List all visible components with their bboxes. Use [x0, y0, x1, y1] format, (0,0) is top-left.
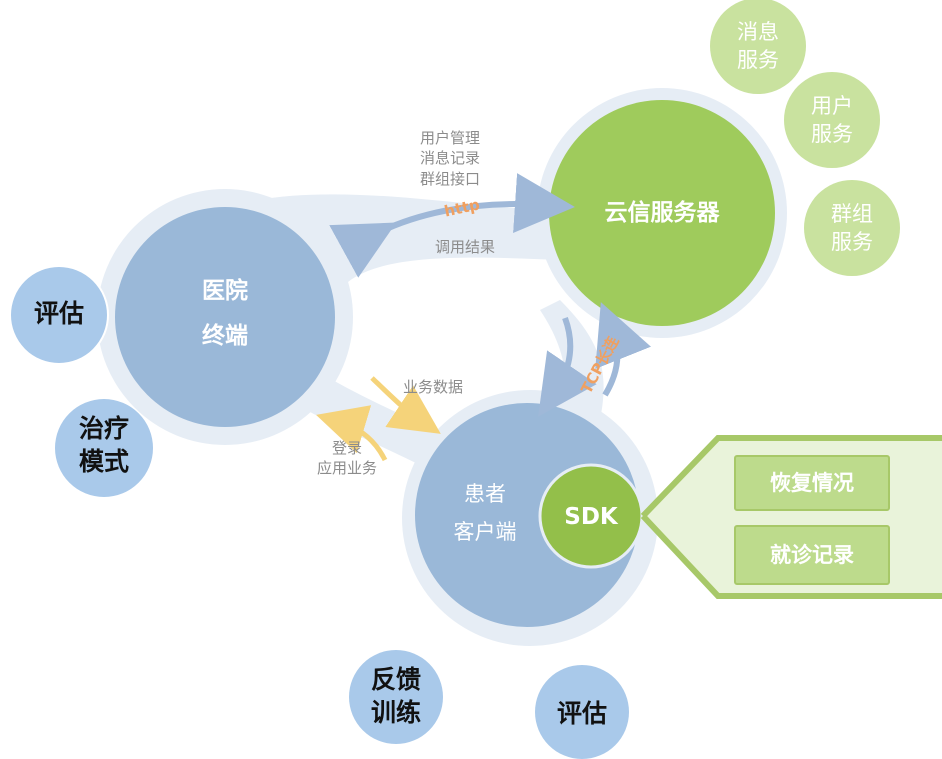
cloud-server-node	[549, 100, 775, 326]
user-service-line2: 服务	[811, 122, 853, 147]
message-service-line1: 消息	[737, 20, 779, 44]
sdk-label: SDK	[564, 504, 618, 530]
http-arrow	[329, 173, 575, 278]
message-service-line2: 服务	[737, 48, 779, 73]
treatment-label: 治疗 模式	[64, 413, 144, 478]
hospital-line1: 医院	[202, 278, 248, 304]
sdk-node	[538, 463, 644, 569]
assess-left-node	[9, 265, 109, 365]
http-item-group: 群组接口	[419, 169, 480, 188]
http-item-user: 用户管理	[419, 129, 480, 147]
assess-bottom-label: 评估	[556, 699, 607, 728]
hospital-node	[115, 207, 335, 427]
feedback-line2: 训练	[370, 697, 421, 727]
cloud-label: 云信服务器	[604, 200, 720, 226]
assess-bottom-node	[535, 665, 629, 759]
assess-left-label: 评估	[33, 299, 84, 328]
login-arrow	[316, 405, 388, 462]
call-result-label: 调用结果	[434, 238, 495, 256]
user-service-node	[784, 72, 880, 168]
message-service-label: 消息 服务	[718, 18, 798, 75]
http-items-label: 用户管理 消息记录 群组接口	[405, 128, 495, 189]
app-business-label: 应用业务	[316, 459, 377, 478]
hospital-label: 医院 终端	[175, 276, 275, 352]
treatment-line1: 治疗	[78, 414, 129, 443]
business-data-arrow	[370, 376, 441, 434]
feedback-node	[349, 650, 443, 744]
user-service-label: 用户 服务	[792, 92, 872, 149]
patient-line2: 客户端	[453, 520, 517, 545]
recovery-status-box: 恢复情况	[734, 455, 890, 511]
patient-label: 患者 客户端	[440, 480, 530, 547]
group-service-line2: 服务	[831, 230, 873, 255]
login-business-label: 登录 应用业务	[307, 438, 387, 479]
tcp-arrow-up	[595, 302, 651, 397]
hospital-line2: 终端	[202, 323, 248, 350]
login-label: 登录	[331, 439, 362, 457]
visit-record-box: 就诊记录	[734, 525, 890, 585]
treatment-node	[55, 399, 153, 497]
group-service-line1: 群组	[831, 202, 873, 226]
user-service-line1: 用户	[811, 94, 853, 118]
group-service-node	[804, 180, 900, 276]
http-item-message: 消息记录	[419, 149, 480, 168]
message-service-node	[710, 0, 806, 94]
patient-line1: 患者	[464, 482, 506, 506]
group-service-label: 群组 服务	[812, 200, 892, 257]
feedback-label: 反馈 训练	[356, 664, 436, 729]
patient-client-node	[415, 403, 639, 627]
treatment-line2: 模式	[78, 446, 129, 476]
business-data-label: 业务数据	[402, 378, 463, 396]
feedback-line1: 反馈	[370, 665, 421, 694]
tcp-arrow-down	[538, 316, 597, 417]
